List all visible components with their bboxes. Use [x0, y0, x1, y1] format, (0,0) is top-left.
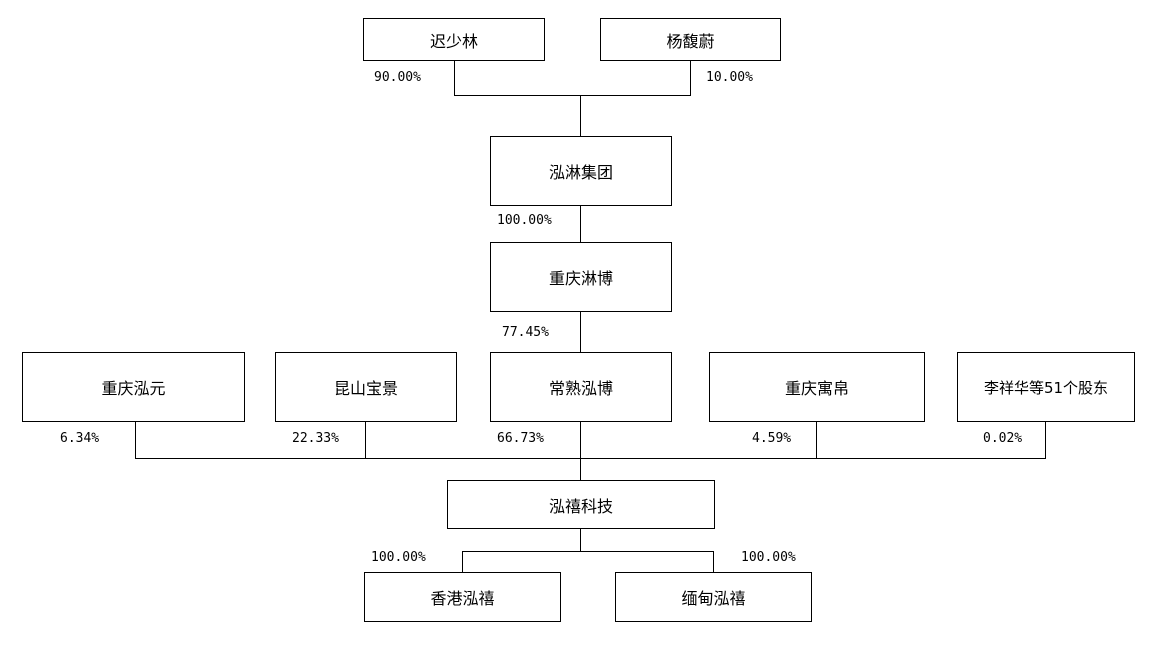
pct-group-linbo: 100.00%: [497, 213, 552, 228]
pct-baojing: 22.33%: [292, 431, 339, 446]
entity-li-xianghua-shareholders: 李祥华等51个股东: [957, 352, 1135, 422]
entity-changshu-hongbo: 常熟泓博: [490, 352, 672, 422]
entity-hk-hongxi: 香港泓禧: [364, 572, 561, 622]
pct-changshu: 66.73%: [497, 431, 544, 446]
entity-hongxi-tech: 泓禧科技: [447, 480, 715, 529]
entity-chongqing-yinbo: 重庆寓帛: [709, 352, 925, 422]
pct-hk-hongxi: 100.00%: [371, 550, 426, 565]
pct-others: 0.02%: [983, 431, 1023, 446]
entity-yang-fuwei: 杨馥蔚: [600, 18, 781, 61]
entity-myanmar-hongxi: 缅甸泓禧: [615, 572, 812, 622]
entity-chi-shaolin: 迟少林: [363, 18, 545, 61]
pct-linbo-changshu: 77.45%: [502, 325, 549, 340]
pct-myanmar-hongxi: 100.00%: [741, 550, 796, 565]
entity-chongqing-hongyuan: 重庆泓元: [22, 352, 245, 422]
entity-kunshan-baojing: 昆山宝景: [275, 352, 457, 422]
pct-hongyuan: 6.34%: [60, 431, 100, 446]
pct-chi-shaolin: 90.00%: [374, 70, 421, 85]
entity-chongqing-linbo: 重庆淋博: [490, 242, 672, 312]
pct-yinbo: 4.59%: [752, 431, 792, 446]
pct-yang-fuwei: 10.00%: [706, 70, 753, 85]
entity-honglin-group: 泓淋集团: [490, 136, 672, 206]
